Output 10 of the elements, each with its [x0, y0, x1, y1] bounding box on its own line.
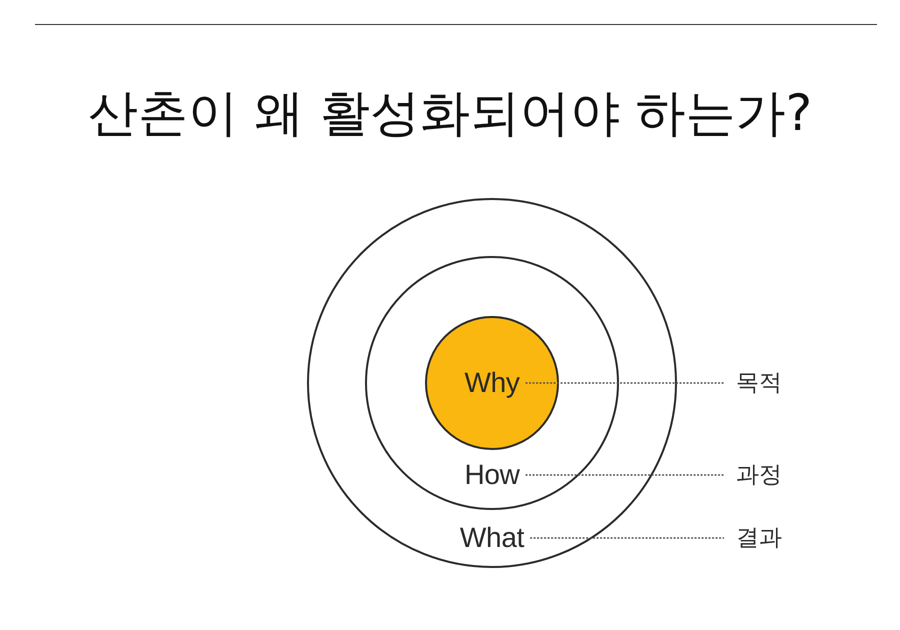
leader-line	[530, 537, 724, 539]
side-label: 목적	[736, 369, 782, 397]
side-label: 결과	[736, 524, 782, 552]
leader-line	[526, 474, 724, 476]
ring-label: How	[464, 460, 520, 490]
title: 산촌이 왜 활성화되어야 하는가?	[88, 83, 812, 143]
center-label: Why	[464, 368, 520, 398]
ring-label: What	[460, 523, 524, 553]
leader-line	[526, 382, 724, 384]
side-label: 과정	[736, 461, 782, 489]
